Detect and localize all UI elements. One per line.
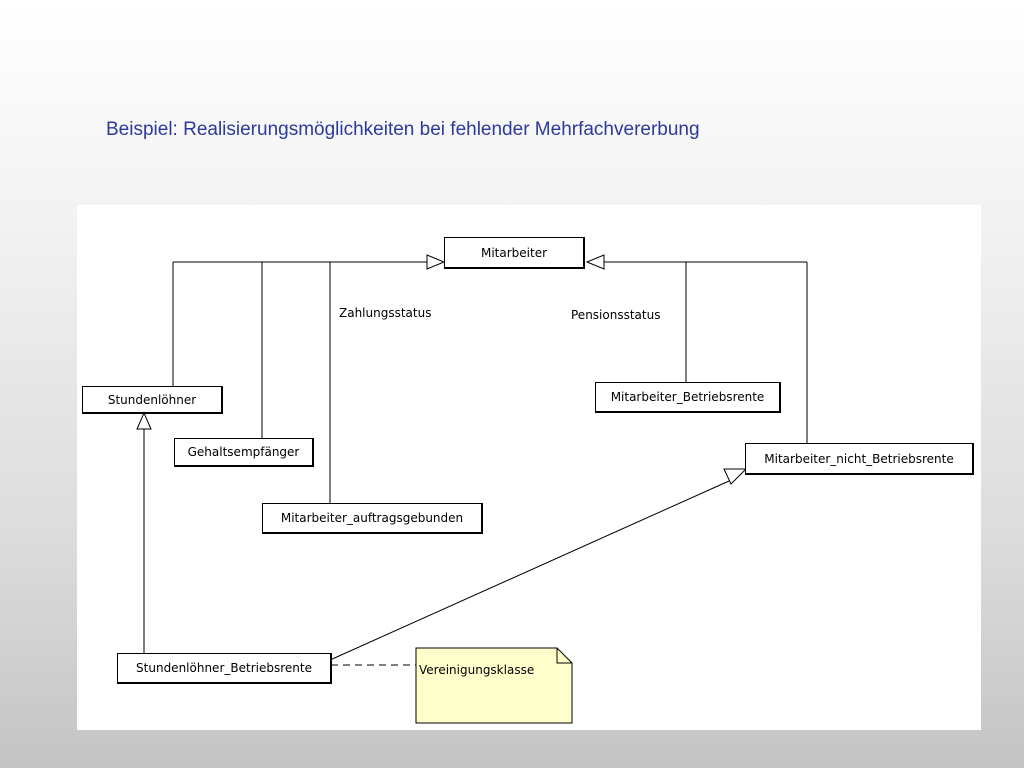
note-shape — [415, 647, 573, 724]
gen-arrowhead-nicht-betriebsrente — [723, 468, 748, 485]
slide-title: Beispiel: Realisierungsmöglichkeiten bei… — [106, 119, 700, 140]
note-vereinigungsklasse: Vereinigungsklasse — [419, 663, 535, 677]
gen-line-sb-to-nicht-betriebsrente — [329, 480, 730, 661]
uml-class-diagram: Mitarbeiter Stundenlöhner Gehaltsempfäng… — [77, 205, 981, 730]
class-mitarbeiter[interactable]: Mitarbeiter — [444, 237, 585, 269]
class-stundenloehner-betriebsrente[interactable]: Stundenlöhner_Betriebsrente — [117, 653, 332, 684]
class-mitarbeiter-auftragsgebunden[interactable]: Mitarbeiter_auftragsgebunden — [262, 503, 483, 534]
label-zahlungsstatus: Zahlungsstatus — [339, 306, 432, 320]
class-gehaltsempfaenger[interactable]: Gehaltsempfänger — [174, 438, 314, 467]
note-folded-corner — [556, 648, 572, 664]
label-pensionsstatus: Pensionsstatus — [571, 308, 661, 322]
gen-arrowhead-stundenloehner — [136, 411, 152, 430]
gen-arrowhead-right — [585, 254, 605, 270]
class-stundenloehner[interactable]: Stundenlöhner — [82, 386, 223, 414]
gen-arrowhead-left — [426, 254, 446, 270]
diagram-connectors — [136, 254, 808, 724]
class-mitarbeiter-nicht-betriebsrente[interactable]: Mitarbeiter_nicht_Betriebsrente — [745, 443, 974, 475]
class-mitarbeiter-betriebsrente[interactable]: Mitarbeiter_Betriebsrente — [595, 382, 781, 413]
